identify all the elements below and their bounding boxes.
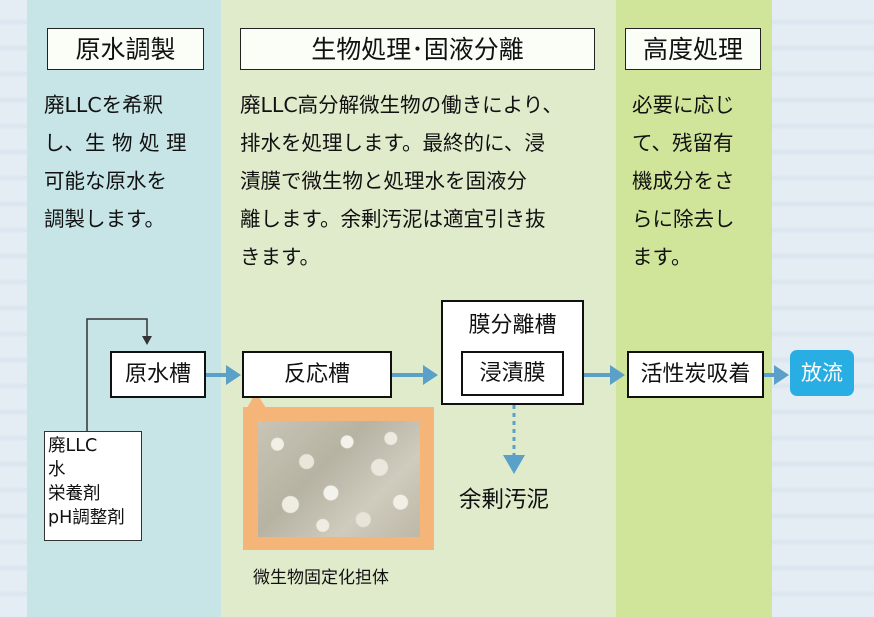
input-item: 栄養剤 [48,484,101,504]
description-line: きます。 [240,245,320,269]
sludge-arrow-head [503,455,525,474]
description-line: 可能な原水を [44,169,167,193]
description-line: らに除去し [632,207,735,231]
description-line: 漬膜で微生物と処理水を固液分 [240,169,527,193]
activated-carbon-box: 活性炭吸着 [627,351,764,398]
description-line: ます。 [632,245,692,269]
stage-title-advanced-treatment: 高度処理 [625,28,761,70]
arrow-carbon-to-discharge-head [774,365,789,385]
reaction-tank-box: 反応槽 [242,351,392,398]
feed-line [86,318,148,431]
stage-description-raw-water: 廃LLCを希釈 し、生 物 処 理 可能な原水を 調製します。 [44,86,187,238]
arrow-membrane-to-carbon-head [610,365,625,385]
description-line: て、残留有 [632,131,734,155]
discharge-badge: 放流 [790,350,854,396]
description-line: 機成分をさ [632,169,735,193]
input-item: 廃LLC [48,436,98,456]
stage-description-bio-treatment: 廃LLC高分解微生物の働きにより、 排水を処理します。最終的に、浸 漬膜で微生物… [240,86,563,276]
input-item: 水 [48,460,66,480]
arrow-raw-to-reaction-head [226,365,241,385]
immersed-membrane-box: 浸漬膜 [461,351,564,396]
description-line: 廃LLC高分解微生物の働きにより、 [240,93,563,117]
microbe-carrier-photo [258,421,420,537]
stage-description-advanced-treatment: 必要に応じ て、残留有 機成分をさ らに除去し ます。 [632,86,735,276]
carrier-callout-pointer [247,392,266,408]
membrane-separation-tank-label: 膜分離槽 [468,313,557,338]
input-item: pH調整剤 [48,508,125,528]
description-line: 廃LLCを希釈 [44,93,164,117]
excess-sludge-label: 余剰汚泥 [459,487,550,513]
description-line: 調製します。 [44,207,165,231]
description-line: し、生 物 処 理 [44,131,187,155]
description-line: 必要に応じ [632,93,735,117]
feed-arrowhead [142,336,152,345]
raw-water-inputs-list: 廃LLC 水 栄養剤 pH調整剤 [44,431,142,541]
carrier-caption: 微生物固定化担体 [253,568,389,588]
description-line: 離します。余剰汚泥は適宜引き抜 [240,207,546,231]
stage-title-bio-treatment: 生物処理･固液分離 [240,28,595,70]
stage-title-raw-water: 原水調製 [47,28,204,70]
stage-advanced-treatment-column [616,0,772,617]
description-line: 排水を処理します。最終的に、浸 [240,131,545,155]
raw-water-tank-box: 原水槽 [110,351,206,398]
arrow-reaction-to-membrane-head [423,365,438,385]
